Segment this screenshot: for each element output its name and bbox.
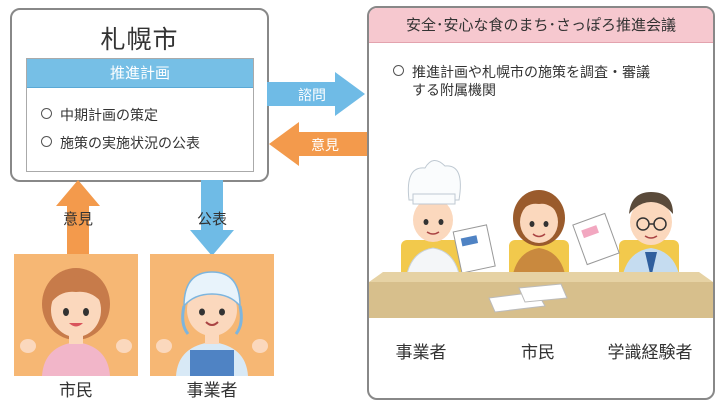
business-illustration: [156, 271, 268, 376]
opinion-arrow: [269, 122, 367, 166]
circle-bullet-icon: [41, 136, 52, 147]
council-box: 安全･安心な食のまち･さっぽろ推進会議 推進計画や札幌市の施策を調査・審議 する…: [367, 6, 715, 400]
member-citizen-label: 市民: [521, 343, 555, 363]
sapporo-title: 札幌市: [100, 25, 179, 54]
meeting-illustration: [369, 160, 713, 318]
plan-header: 推進計画: [27, 59, 253, 88]
plan-item-label: 中期計画の策定: [60, 108, 158, 124]
plan-item-status: 施策の実施状況の公表: [41, 133, 200, 153]
consult-arrow: [267, 72, 365, 116]
sapporo-city-box: 札幌市 推進計画 中期計画の策定 施策の実施状況の公表: [10, 8, 269, 182]
publish-arrow: [190, 180, 234, 256]
member-expert-label: 学識経験者: [607, 343, 693, 363]
consult-label: 諮問: [298, 88, 326, 104]
business-panel: [150, 254, 274, 376]
member-business-label: 事業者: [395, 343, 447, 363]
citizen-opinion-label: 意見: [62, 210, 93, 228]
business-label: 事業者: [186, 381, 238, 401]
opinion-label: 意見: [311, 138, 339, 154]
council-title: 安全･安心な食のまち･さっぽろ推進会議: [369, 8, 713, 43]
council-description: 推進計画や札幌市の施策を調査・審議 する附属機関: [393, 64, 693, 100]
promotion-plan-box: 推進計画 中期計画の策定 施策の実施状況の公表: [26, 58, 254, 172]
citizen-opinion-arrow: [56, 180, 100, 256]
citizen-panel: [14, 254, 138, 376]
council-desc-line2: する附属機関: [412, 83, 496, 99]
citizen-label: 市民: [59, 381, 93, 401]
circle-bullet-icon: [393, 65, 404, 76]
plan-item-midterm: 中期計画の策定: [41, 105, 158, 125]
publish-label: 公表: [196, 210, 227, 228]
citizen-illustration: [20, 268, 132, 376]
circle-bullet-icon: [41, 108, 52, 119]
council-desc-line1: 推進計画や札幌市の施策を調査・審議: [412, 65, 650, 81]
plan-item-label: 施策の実施状況の公表: [60, 136, 200, 152]
